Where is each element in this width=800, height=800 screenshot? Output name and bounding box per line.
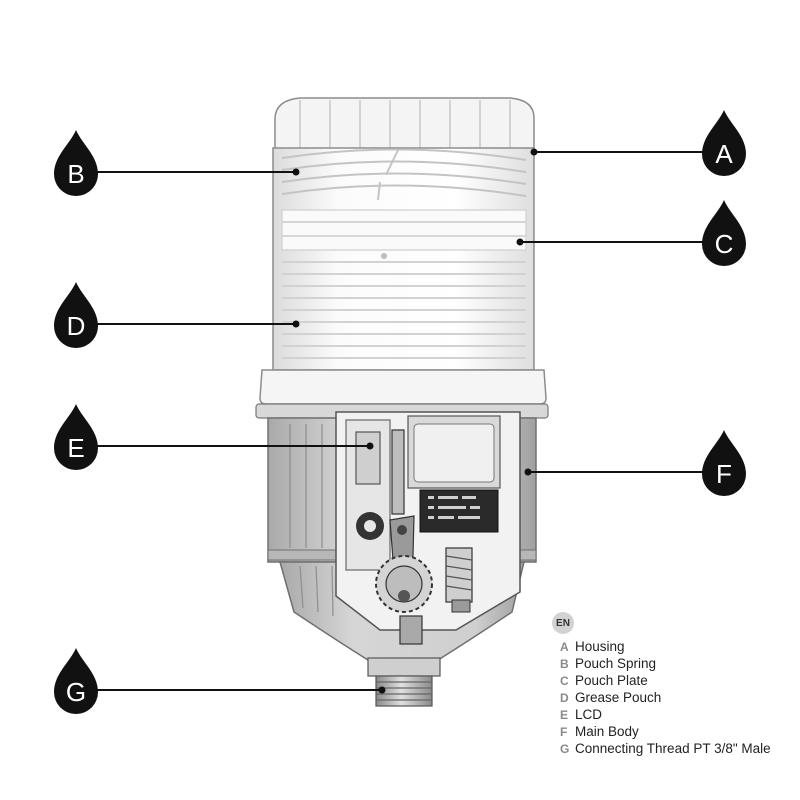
callout-letter: D <box>67 311 86 341</box>
pouch-spring <box>281 148 527 201</box>
leader-dot-a <box>530 148 538 156</box>
legend-item: G Connecting Thread PT 3/8" Male <box>560 740 771 757</box>
lcd-screen <box>355 431 381 485</box>
callout-c: C <box>702 200 746 266</box>
callout-letter: E <box>67 433 84 463</box>
callout-letter: C <box>715 229 734 259</box>
legend-label: Grease Pouch <box>575 690 662 705</box>
legend-key: B <box>560 656 569 671</box>
leader-dot-d <box>292 320 300 328</box>
callout-letter: A <box>715 139 733 169</box>
housing-flange <box>259 369 547 405</box>
legend-item: D Grease Pouch <box>560 689 771 706</box>
legend-item: A Housing <box>560 638 771 655</box>
drop-icon <box>54 130 98 196</box>
legend-key: A <box>560 639 569 654</box>
callout-b: B <box>54 130 98 196</box>
callout-a: A <box>702 110 746 176</box>
legend-label: LCD <box>575 707 603 722</box>
leader-dot-f <box>524 468 532 476</box>
leader-dot-c <box>516 238 524 246</box>
drop-icon <box>702 110 746 176</box>
callout-g: G <box>54 648 98 714</box>
leader-dot-e <box>366 442 374 450</box>
legend-label: Pouch Plate <box>575 673 648 688</box>
language-badge: EN <box>552 612 574 634</box>
drop-icon <box>54 404 98 470</box>
grease-pouch <box>282 261 526 359</box>
callout-letter: F <box>716 459 732 489</box>
legend-item: C Pouch Plate <box>560 672 771 689</box>
callout-e: E <box>54 404 98 470</box>
connecting-thread <box>367 657 441 707</box>
pouch-plate <box>281 209 527 259</box>
leader-dot-g <box>378 686 386 694</box>
legend-item: B Pouch Spring <box>560 655 771 672</box>
callout-f: F <box>702 430 746 496</box>
legend-label: Pouch Spring <box>575 656 657 671</box>
legend-key: E <box>560 707 569 722</box>
legend-item: E LCD <box>560 706 771 723</box>
cutaway-interior <box>335 411 521 645</box>
legend-key: F <box>560 724 568 739</box>
callout-d: D <box>54 282 98 348</box>
drop-icon <box>702 430 746 496</box>
legend-label: Connecting Thread PT 3/8" Male <box>575 741 771 756</box>
legend-key: C <box>560 673 569 688</box>
callout-letter: G <box>66 677 86 707</box>
legend-key: G <box>560 741 570 756</box>
leader-dot-b <box>292 168 300 176</box>
drop-icon <box>702 200 746 266</box>
callout-letter: B <box>67 159 84 189</box>
legend-label: Housing <box>575 639 625 654</box>
legend-key: D <box>560 690 569 705</box>
drop-icon <box>54 282 98 348</box>
drop-icon <box>54 648 98 714</box>
legend-label: Main Body <box>575 724 639 739</box>
leader-lines <box>76 148 724 694</box>
legend-item: F Main Body <box>560 723 771 740</box>
